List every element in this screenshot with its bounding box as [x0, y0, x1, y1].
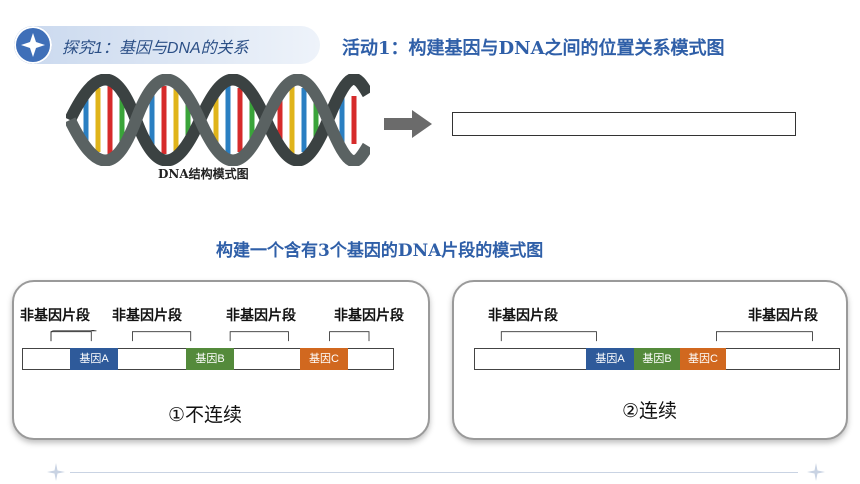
segment-label: 非基因片段: [112, 308, 182, 324]
subtitle: 构建一个含有3个基因的DNA片段的模式图: [216, 241, 544, 261]
answer-box: [452, 112, 796, 136]
gene-c-block: 基因C: [680, 348, 726, 370]
segment-label: 非基因片段: [748, 308, 818, 324]
brace-group: [50, 330, 370, 342]
panel-caption: ②连续: [622, 400, 678, 422]
dna-caption: DNA结构模式图: [158, 167, 249, 181]
brace-group: [500, 331, 813, 342]
segment-label: 非基因片段: [488, 308, 558, 324]
footer-divider: [70, 472, 798, 473]
gene-b-block: 基因B: [186, 348, 234, 370]
segment-label: 非基因片段: [20, 308, 90, 324]
gene-a-block: 基因A: [586, 348, 634, 370]
activity-title: 活动1：构建基因与DNA之间的位置关系模式图: [342, 38, 725, 59]
segment-label: 非基因片段: [226, 308, 296, 324]
arrow-right-icon: [384, 110, 432, 138]
dna-helix-image: [66, 74, 370, 166]
panel-caption: ①不连续: [168, 404, 243, 426]
segment-label: 非基因片段: [334, 308, 404, 324]
sparkle-icon: [47, 463, 65, 481]
gene-c-block: 基因C: [300, 348, 348, 370]
gene-a-block: 基因A: [70, 348, 118, 370]
section-label: 探究1：基因与DNA的关系: [62, 40, 249, 57]
star-icon: [14, 26, 52, 64]
sparkle-icon: [807, 463, 825, 481]
section-pill: [14, 26, 320, 64]
gene-b-block: 基因B: [634, 348, 680, 370]
